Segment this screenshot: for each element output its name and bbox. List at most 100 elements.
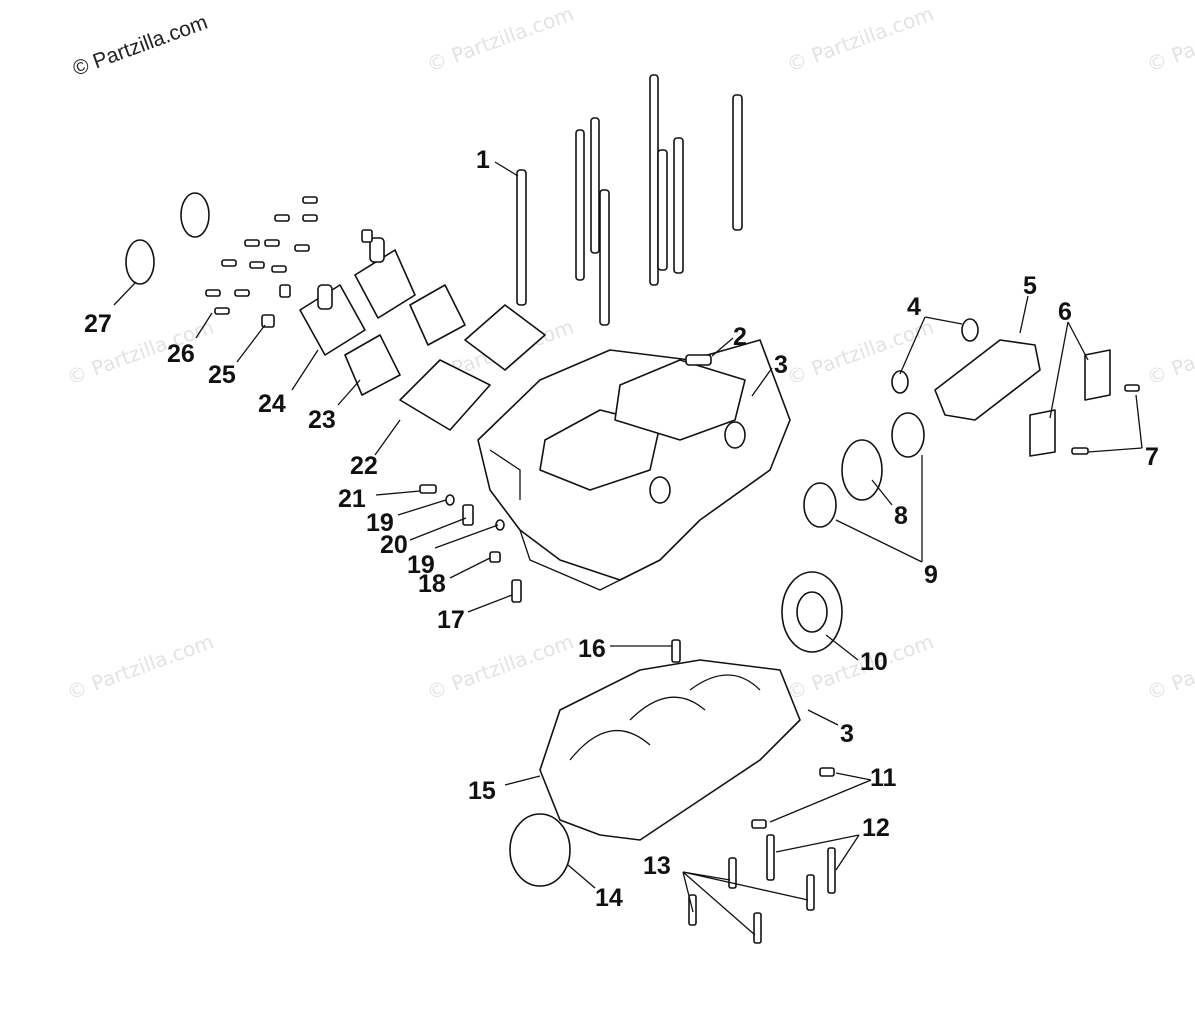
hose-clamp — [803, 482, 837, 528]
washer — [445, 494, 455, 506]
callout-3-lower[interactable]: 3 — [840, 720, 854, 748]
callout-5[interactable]: 5 — [1023, 272, 1037, 300]
fitting — [261, 314, 275, 328]
leader-lines — [113, 161, 1143, 936]
callout-11[interactable]: 11 — [870, 764, 897, 792]
stud — [590, 117, 600, 254]
intake-boss — [317, 284, 333, 310]
bearing-saddle — [629, 696, 706, 721]
callout-19-upper[interactable]: 19 — [366, 509, 394, 537]
cylinder-bore — [614, 359, 746, 441]
callout-9[interactable]: 9 — [924, 561, 938, 589]
cylinder-bore — [539, 409, 661, 491]
bracket — [1084, 349, 1111, 401]
stud — [673, 137, 684, 274]
port-hole — [724, 421, 746, 449]
bolt — [302, 214, 318, 222]
bolt — [302, 196, 318, 204]
reed-adapter — [354, 249, 416, 319]
bolt — [806, 874, 815, 911]
bolt — [264, 239, 280, 247]
reed-block — [399, 359, 491, 431]
stud — [575, 129, 585, 281]
dowel-pin — [671, 639, 681, 663]
callout-23[interactable]: 23 — [308, 406, 336, 434]
stud — [516, 169, 527, 306]
dowel — [685, 354, 712, 366]
callout-14[interactable]: 14 — [595, 884, 623, 912]
o-ring — [891, 370, 909, 394]
cylinder-studs — [516, 74, 743, 326]
callout-10[interactable]: 10 — [860, 648, 888, 676]
callout-13[interactable]: 13 — [643, 852, 671, 880]
bracket — [1029, 409, 1056, 457]
bolt — [827, 847, 836, 894]
bolt — [271, 265, 287, 273]
callout-4[interactable]: 4 — [907, 293, 921, 321]
callout-15[interactable]: 15 — [468, 777, 496, 805]
callout-24[interactable]: 24 — [258, 390, 286, 418]
hose-clamp — [125, 239, 155, 285]
callout-26[interactable]: 26 — [167, 340, 195, 368]
reed-spacer — [409, 284, 466, 346]
callout-numbers: 1 2 3 4 5 6 7 8 9 10 3 11 12 13 14 15 16… — [84, 146, 1159, 912]
bolt — [294, 244, 310, 252]
elbow-hose — [934, 339, 1041, 421]
watermark-faint: © Partzilla.com — [1144, 629, 1195, 704]
watermark-faint: © Partzilla.com — [784, 1, 937, 76]
watermark-faint: © Partzilla.com — [424, 629, 577, 704]
o-ring — [961, 318, 979, 342]
small-bolts — [205, 196, 1140, 944]
crankcase-edge — [519, 529, 661, 591]
nut — [489, 551, 501, 563]
sensor — [462, 504, 474, 526]
callout-12[interactable]: 12 — [862, 814, 890, 842]
crankcase-edge — [489, 449, 521, 500]
bolt — [221, 259, 237, 267]
callout-17[interactable]: 17 — [437, 606, 465, 634]
watermark-faint: © Partzilla.com — [1144, 314, 1195, 389]
bearing-saddle — [689, 674, 761, 691]
callout-25[interactable]: 25 — [208, 361, 236, 389]
intake-parts — [299, 237, 546, 431]
coupler-hose — [841, 439, 883, 501]
bolt — [753, 912, 762, 944]
bolt — [1071, 447, 1089, 455]
bolt — [249, 261, 265, 269]
bolt — [274, 214, 290, 222]
callout-8[interactable]: 8 — [894, 502, 908, 530]
callout-6[interactable]: 6 — [1058, 298, 1072, 326]
callout-7[interactable]: 7 — [1145, 443, 1159, 471]
callout-18[interactable]: 18 — [418, 570, 446, 598]
callout-20[interactable]: 20 — [380, 531, 408, 559]
callout-21[interactable]: 21 — [338, 485, 366, 513]
bolt — [205, 289, 221, 297]
callout-22[interactable]: 22 — [350, 452, 378, 480]
bolt — [214, 307, 230, 315]
pin — [511, 579, 522, 603]
callout-1[interactable]: 1 — [476, 146, 490, 174]
hose-clamp — [180, 192, 210, 238]
callout-16[interactable]: 16 — [578, 635, 606, 663]
bolt — [419, 484, 437, 494]
crankcase-lower-body — [539, 659, 801, 841]
callout-3-upper[interactable]: 3 — [774, 351, 788, 379]
reed-block — [464, 304, 546, 371]
port-hole — [649, 476, 671, 504]
watermark-faint: © Partzilla.com — [1144, 1, 1195, 76]
stud — [657, 149, 668, 271]
callout-2[interactable]: 2 — [733, 323, 747, 351]
stud — [732, 94, 743, 231]
callout-27[interactable]: 27 — [84, 310, 112, 338]
watermark-faint: © Partzilla.com — [424, 1, 577, 76]
callout-19-lower[interactable]: 19 — [407, 551, 435, 579]
bearing-saddle — [569, 730, 651, 761]
watermark-faint: © Partzilla.com — [784, 314, 937, 389]
lower-crankcase — [539, 639, 801, 841]
bolt — [728, 857, 737, 889]
watermark-main: © Partzilla.com — [70, 11, 211, 81]
stud — [599, 189, 610, 326]
bolt — [1124, 384, 1140, 392]
